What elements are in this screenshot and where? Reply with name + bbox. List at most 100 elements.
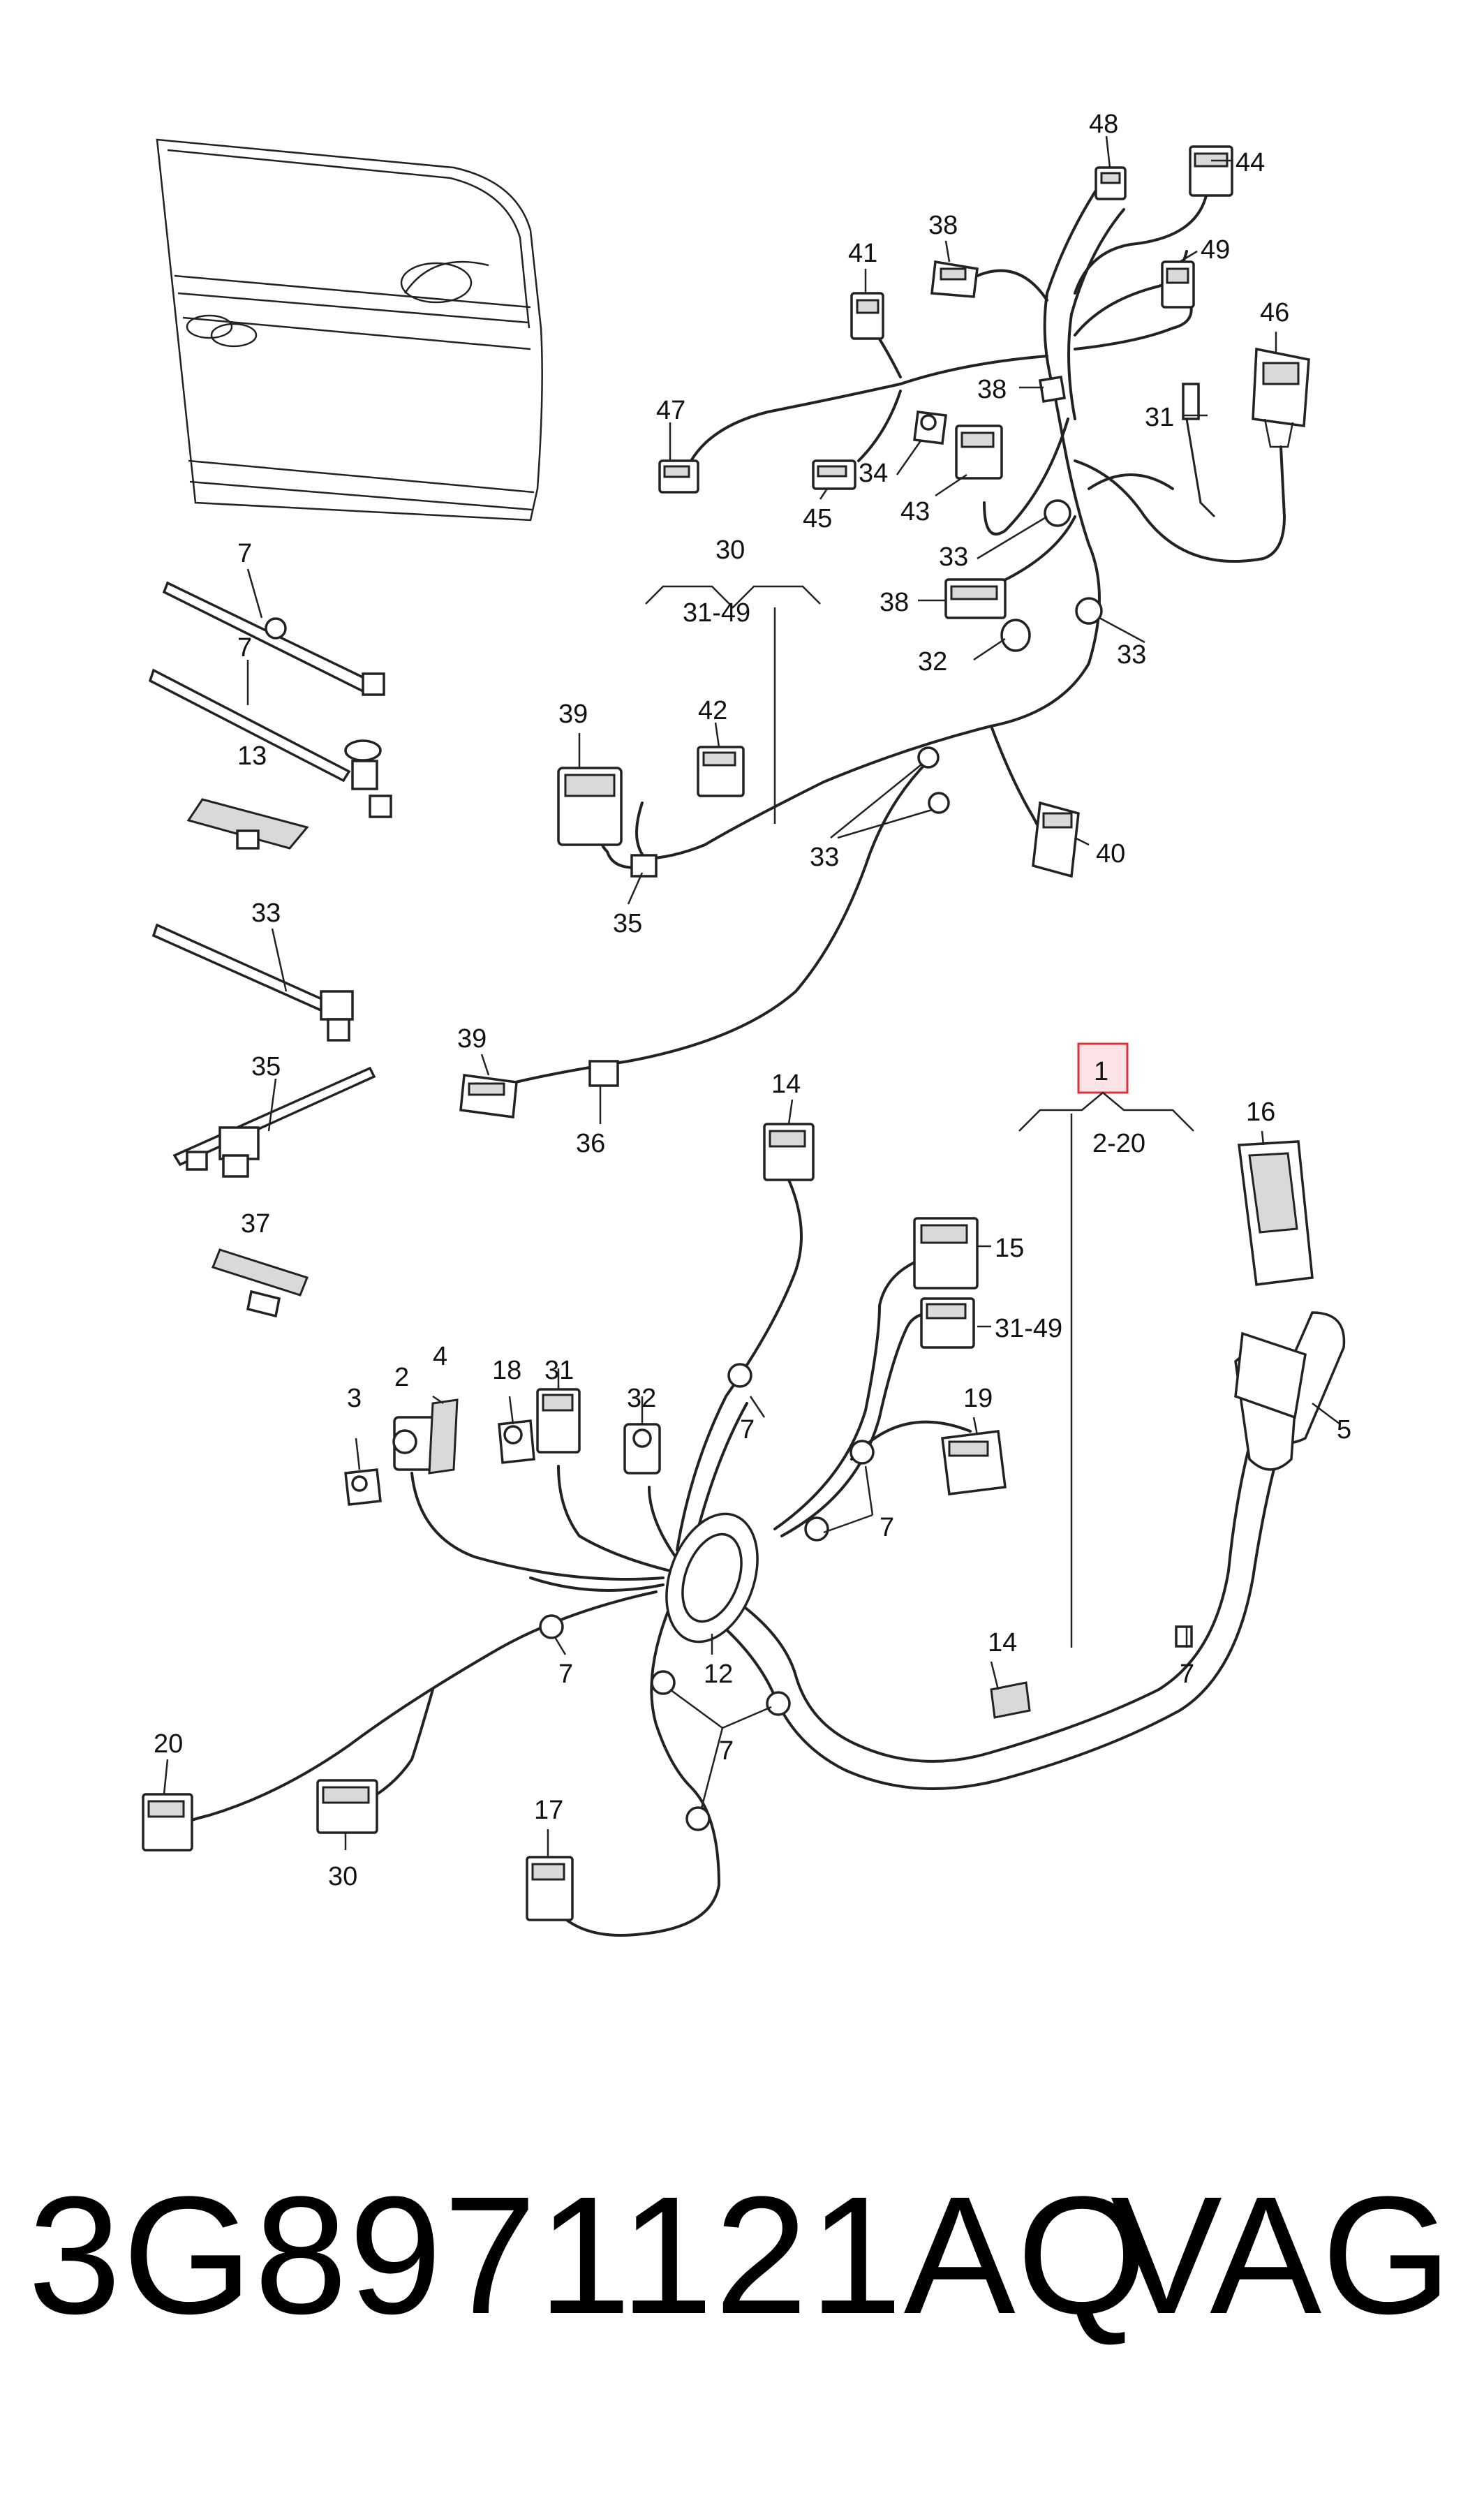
callout-34: 34 xyxy=(859,459,888,488)
connector-39 xyxy=(557,767,623,846)
callout-32: 32 xyxy=(918,647,947,677)
callout-35: 35 xyxy=(613,909,642,938)
callout-2: 2 xyxy=(394,1363,409,1392)
cable-tie-35-left xyxy=(172,1066,376,1178)
callout-44: 44 xyxy=(1236,148,1265,177)
callout-9: 13 xyxy=(237,741,267,771)
connector-12 xyxy=(1238,1140,1314,1286)
connector-11 xyxy=(913,1217,979,1290)
connector-45 xyxy=(812,459,856,490)
callout-33: 33 xyxy=(939,542,968,572)
callout-33: 33 xyxy=(1117,640,1146,670)
callout-2-20: 2-20 xyxy=(1092,1129,1145,1158)
callout-10: 14 xyxy=(771,1070,801,1099)
callout-30: 30 xyxy=(715,535,745,565)
brand-label: VAG xyxy=(1110,2162,1452,2349)
connector-44 xyxy=(1189,145,1233,197)
callout-4: 4 xyxy=(433,1342,447,1371)
callout-33: 33 xyxy=(251,899,281,928)
clips-7-right xyxy=(727,1363,875,1542)
cable-tie-33-left xyxy=(151,923,354,1042)
clip-9-lower xyxy=(990,1681,1031,1719)
door-outline xyxy=(156,138,543,522)
connector-41 xyxy=(850,292,884,340)
connector-18 xyxy=(920,1297,975,1349)
grommet-8 xyxy=(665,1512,759,1643)
connector-49 xyxy=(1161,260,1195,309)
connector-19 xyxy=(536,1388,581,1454)
callout-18: 31-49 xyxy=(995,1314,1062,1343)
highlight-box-1 xyxy=(1077,1042,1129,1094)
connector-17 xyxy=(316,1779,378,1834)
clip-9-left xyxy=(186,798,309,850)
clip-35-bottom xyxy=(588,1060,619,1087)
connector-38-top xyxy=(930,260,979,298)
callout-15: 19 xyxy=(963,1384,993,1413)
connector-43 xyxy=(955,424,1003,480)
clip-36-left xyxy=(212,1248,309,1318)
callout-7: 7 xyxy=(237,633,252,663)
connector-48 xyxy=(658,459,699,494)
callout-1: 1 xyxy=(1094,1057,1108,1086)
callout-38: 39 xyxy=(457,1024,487,1054)
callout-46: 46 xyxy=(1260,298,1289,327)
callout-48: 47 xyxy=(656,396,685,425)
connector-2 xyxy=(392,1416,438,1471)
connector-47 xyxy=(1095,166,1127,200)
grommet-33-b xyxy=(1075,597,1103,625)
connector-40 xyxy=(1032,801,1080,878)
callout-labels: 7 7 13 33 35 37 48 44 38 41 49 46 38 31 … xyxy=(154,110,1351,1891)
callout-43: 43 xyxy=(900,497,930,526)
callout-33: 33 xyxy=(810,843,839,872)
connector-10 xyxy=(763,1123,815,1181)
callout-37: 38 xyxy=(880,588,909,617)
callout-13: 17 xyxy=(534,1796,563,1825)
callout-11: 15 xyxy=(995,1234,1024,1263)
callout-5: 5 xyxy=(1337,1415,1351,1445)
upper-harness-wires xyxy=(487,173,1286,1091)
clip-35-upper xyxy=(630,854,658,878)
callout-40: 40 xyxy=(1096,839,1125,869)
connector-15 xyxy=(941,1430,1007,1495)
callout-9: 14 xyxy=(988,1628,1017,1657)
callout-47: 48 xyxy=(1089,110,1118,139)
connector-34 xyxy=(913,411,947,445)
connector-20 xyxy=(623,1423,661,1475)
clips-7-left xyxy=(539,1614,791,1831)
callout-49: 49 xyxy=(1201,235,1230,265)
callout-leaders xyxy=(163,135,1341,1857)
callout-6: 7 xyxy=(1180,1660,1194,1689)
callout-7: 7 xyxy=(880,1513,894,1542)
callout-6: 7 xyxy=(237,539,252,568)
bracket-36-top xyxy=(1038,375,1067,404)
grommet-33-a xyxy=(1044,499,1071,527)
callout-3: 3 xyxy=(347,1384,362,1413)
connector-13 xyxy=(526,1856,574,1921)
callout-39: 39 xyxy=(558,700,588,729)
callout-20: 32 xyxy=(627,1384,656,1413)
callout-35: 36 xyxy=(576,1129,605,1158)
footer: 3G8971121AQ VAG xyxy=(28,2150,1466,2360)
connector-3 xyxy=(344,1468,382,1506)
callout-19: 31 xyxy=(544,1356,574,1385)
callout-7: 7 xyxy=(558,1660,573,1689)
connector-32 xyxy=(1000,619,1031,652)
clip-6-lower xyxy=(1175,1625,1193,1648)
clips-33-lower xyxy=(917,746,950,814)
cable-tie-6 xyxy=(162,581,385,696)
callout-42: 42 xyxy=(698,696,727,725)
connector-14 xyxy=(498,1419,535,1464)
callout-41: 41 xyxy=(848,239,877,268)
callout-7: 7 xyxy=(719,1736,734,1766)
connector-4 xyxy=(428,1398,459,1475)
callout-16: 20 xyxy=(154,1729,183,1759)
connector-31 xyxy=(1182,383,1216,518)
connector-38-bottom xyxy=(459,1074,518,1118)
callout-36: 38 xyxy=(977,375,1007,404)
bracket-1 xyxy=(1018,1042,1194,1648)
callout-7: 7 xyxy=(740,1415,755,1445)
callout-17: 30 xyxy=(328,1862,357,1891)
callout-12: 16 xyxy=(1246,1098,1275,1127)
cable-tie-7 xyxy=(148,668,392,818)
